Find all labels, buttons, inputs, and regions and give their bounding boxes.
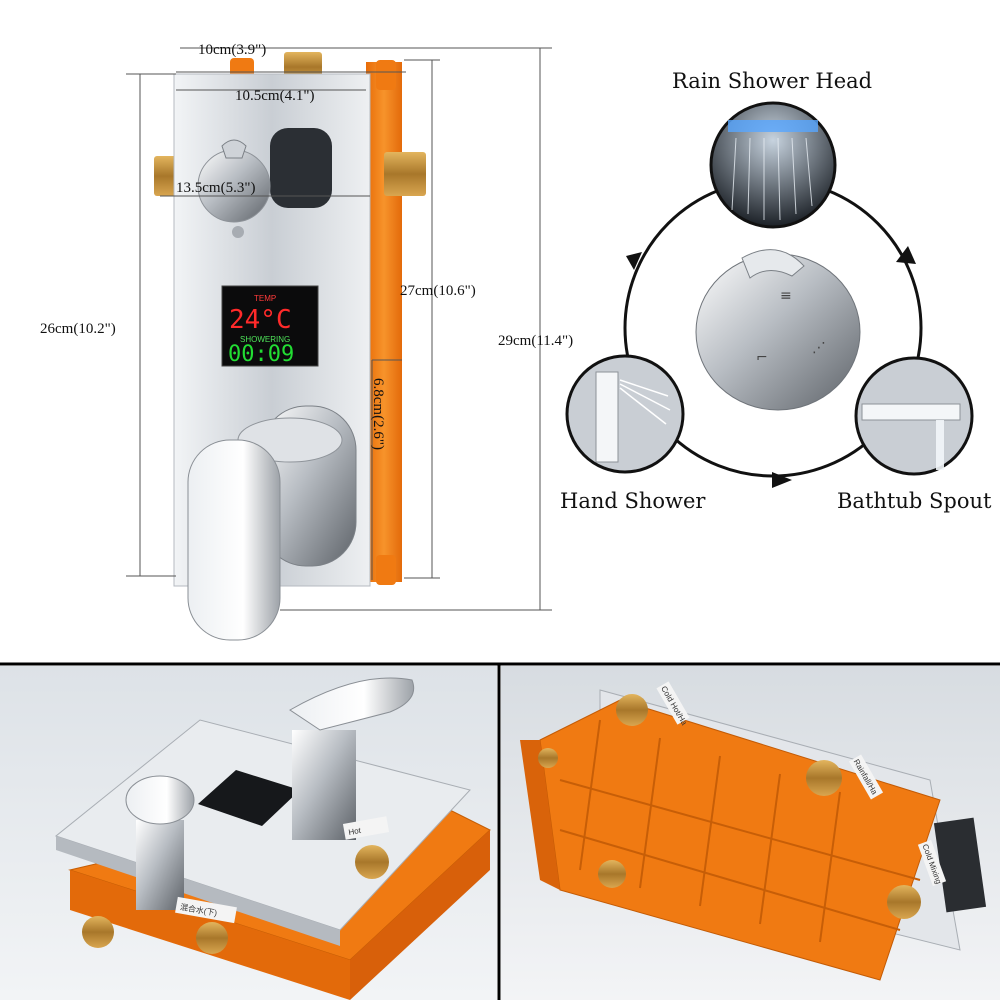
photo-front-view: Hot 混合水(下) [0,666,497,1000]
rain-shower-bubble [709,101,837,229]
dim-top-width: 10cm(3.9") [198,42,266,58]
left-inlet [154,156,178,196]
dimension-drawing: TEMP 24°C SHOWERING 00:09 [40,42,573,641]
lever-handle [187,439,281,641]
dim-plate-height: 26cm(10.2") [40,321,116,337]
diverter-diagram: ≡ ⋰ ⌐ Rain [560,69,992,513]
lcd-temp-label: TEMP [254,294,276,303]
svg-text:≡: ≡ [780,288,792,304]
lcd-display: TEMP 24°C SHOWERING 00:09 [221,285,319,367]
svg-text:⌐: ⌐ [756,350,768,366]
dimension-lines [126,47,552,611]
label-bathtub-spout: Bathtub Spout [837,489,992,513]
arrow-left [626,252,642,270]
dim-box-height: 27cm(10.6") [400,283,476,299]
bathtub-spout-bubble [854,356,974,476]
label-hand-shower: Hand Shower [560,489,706,513]
mixer-lever [187,405,357,641]
sticker-hot: Hot [348,826,363,837]
dim-total-height: 29cm(11.4") [498,333,573,349]
right-inlet [384,152,426,196]
arrow-bottom [772,472,792,488]
dim-box-depth: 6.8cm(2.6") [370,378,386,450]
dim-depth-inner: 13.5cm(5.3") [176,180,255,196]
lcd-temperature: 24°C [229,305,292,335]
svg-text:⋰: ⋰ [812,340,826,356]
lcd-time: 00:09 [228,342,294,367]
mounting-box [366,62,402,582]
lcd-mode-label: SHOWERING [240,335,290,344]
dim-plate-width: 10.5cm(4.1") [235,88,314,104]
diverter-knob [197,128,332,238]
photo-rear-view: Cold Hot/Ha Rainfall/Ha Cold Mixing [501,666,1000,1000]
center-diverter-knob: ≡ ⋰ ⌐ [695,249,861,411]
arrow-right [896,246,916,264]
label-rain-shower: Rain Shower Head [672,69,872,93]
hand-shower-bubble [565,354,685,474]
